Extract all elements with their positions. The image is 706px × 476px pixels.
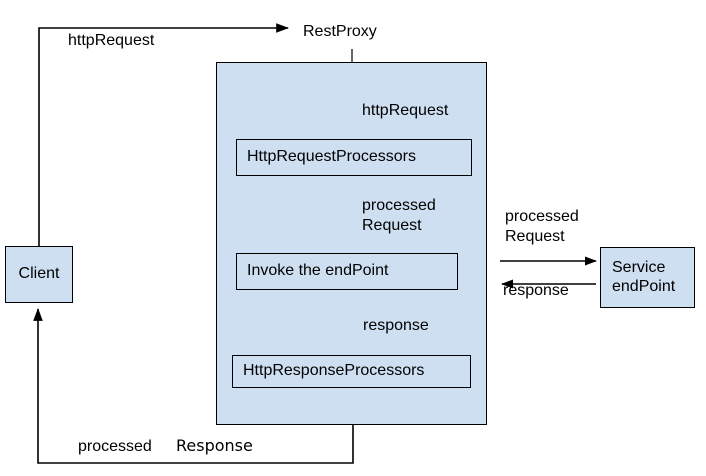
label-invoke-to-service-line2: Request (505, 228, 565, 245)
label-request-processors-to-invoke-line2: Request (362, 217, 422, 234)
node-service-endpoint-label-line1: Service (612, 259, 666, 277)
node-invoke-endpoint[interactable]: Invoke the endPoint (236, 253, 458, 290)
label-response-to-client-part1: processed (78, 438, 152, 455)
label-proxy-to-request-processors: httpRequest (362, 102, 449, 119)
node-invoke-endpoint-label: Invoke the endPoint (247, 262, 389, 280)
edge-response-processors-to-client (33, 308, 354, 464)
node-http-request-processors[interactable]: HttpRequestProcessors (236, 139, 472, 176)
node-http-response-processors-label: HttpResponseProcessors (243, 362, 425, 380)
label-invoke-to-service-line1: processed (505, 208, 579, 225)
node-http-response-processors[interactable]: HttpResponseProcessors (232, 355, 471, 388)
label-invoke-to-response-processors: response (363, 317, 429, 334)
node-service-endpoint[interactable]: Service endPoint (600, 247, 695, 308)
edge-client-to-restproxy (38, 23, 289, 246)
label-response-to-client-part2: Response (176, 436, 253, 455)
node-client-label: Client (18, 265, 60, 283)
label-restproxy: RestProxy (303, 23, 377, 40)
node-client[interactable]: Client (5, 246, 73, 303)
label-request-processors-to-invoke-line1: processed (362, 197, 436, 214)
node-http-request-processors-label: HttpRequestProcessors (247, 148, 416, 166)
node-service-endpoint-label-line2: endPoint (612, 277, 676, 295)
label-client-to-restproxy: httpRequest (68, 32, 155, 49)
label-service-to-invoke: response (503, 282, 569, 299)
